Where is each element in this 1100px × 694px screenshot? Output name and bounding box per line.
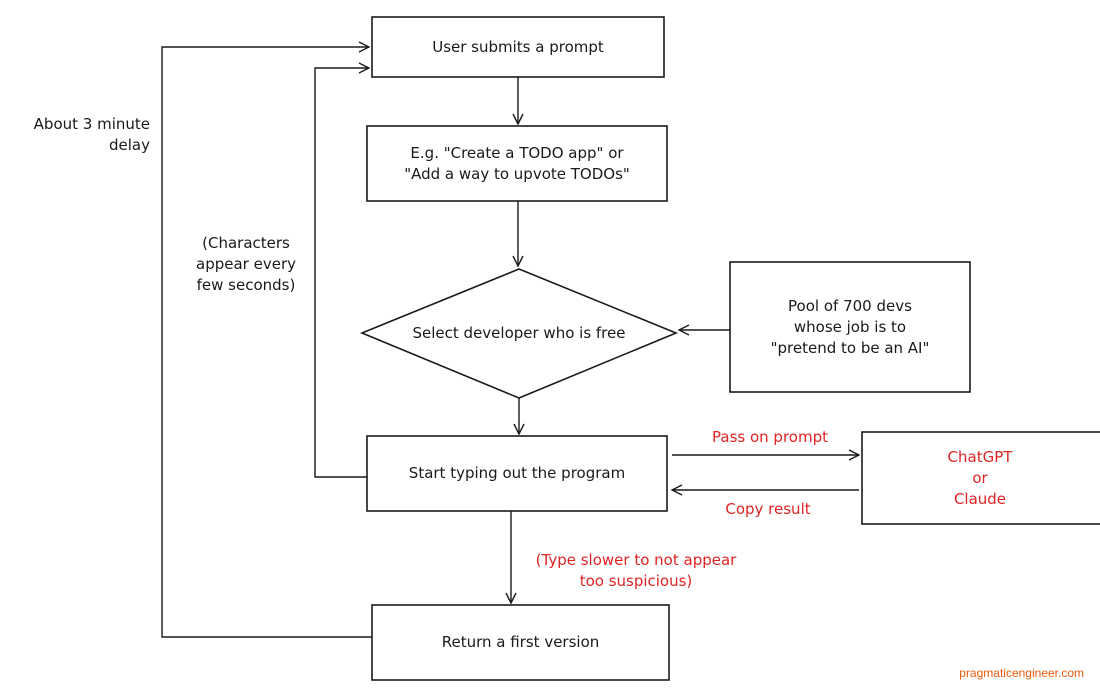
return-version-text: Return a first version: [441, 633, 600, 651]
loop-characters-arrow: [314, 68, 369, 478]
chatgpt-claude-text: ChatGPT or Claude: [947, 447, 1013, 508]
example-prompt-text: E.g. "Create a TODO app" or "Add a way t…: [404, 143, 630, 183]
select-developer-text: Select developer who is free: [412, 323, 626, 342]
pass-prompt-label: Pass on prompt: [712, 428, 828, 446]
delay-label: About 3 minute delay: [33, 115, 150, 154]
dev-pool-box: [729, 261, 971, 393]
characters-label: (Characters appear every few seconds): [196, 234, 296, 294]
watermark-text: pragmaticengineer.com: [959, 666, 1084, 680]
dev-pool-text: Pool of 700 devs whose job is to "preten…: [770, 296, 930, 357]
start-typing-box: [366, 435, 668, 512]
user-submits-text: User submits a prompt: [432, 37, 604, 56]
copy-result-label: Copy result: [725, 500, 811, 518]
chatgpt-claude-box: [861, 431, 1100, 525]
loop-delay-arrow: [161, 47, 372, 638]
start-typing-text: Start typing out the program: [408, 464, 626, 482]
type-slower-label: (Type slower to not appear too suspiciou…: [535, 551, 737, 590]
return-version-box: [371, 604, 670, 681]
example-prompt-box: [366, 125, 668, 202]
